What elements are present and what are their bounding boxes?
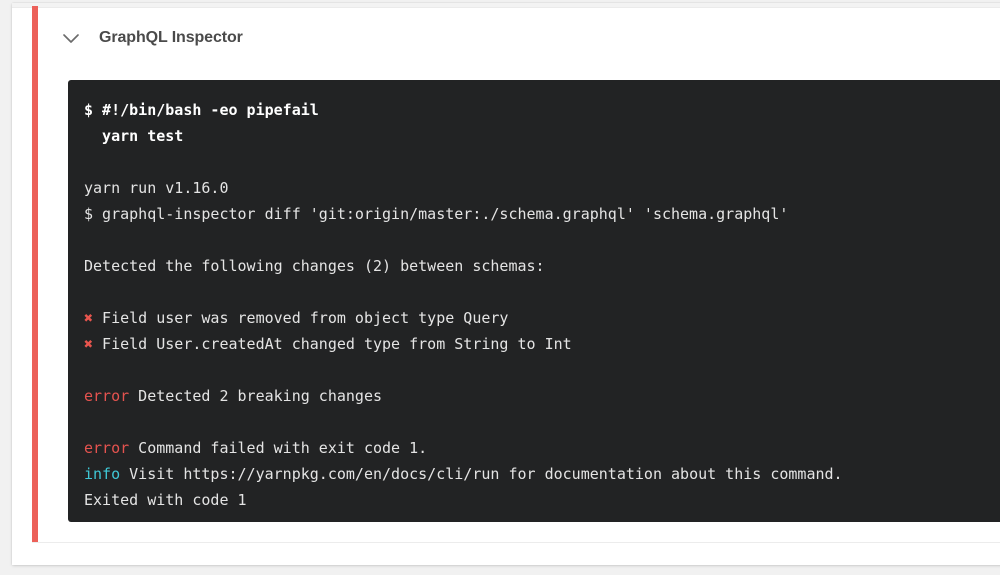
failure-cross-icon: ✖: [84, 335, 94, 353]
terminal-blank-line: [84, 149, 1000, 175]
terminal-blank-line: [84, 409, 1000, 435]
info-label: info: [84, 465, 121, 483]
error-label: error: [84, 387, 130, 405]
terminal-line: error Command failed with exit code 1.: [84, 435, 1000, 461]
terminal-command-text: $ #!/bin/bash -eo pipefail: [84, 101, 319, 119]
chevron-down-icon[interactable]: [57, 24, 85, 52]
terminal-output-text: Exited with code 1: [84, 491, 247, 509]
terminal-command-text: yarn test: [84, 127, 184, 145]
card-top-rule: [12, 3, 1000, 8]
terminal-log-output[interactable]: $ #!/bin/bash -eo pipefail yarn test yar…: [68, 80, 1000, 522]
info-text: Visit https://yarnpkg.com/en/docs/cli/ru…: [120, 465, 843, 483]
terminal-line: yarn run v1.16.0: [84, 175, 1000, 201]
terminal-blank-line: [84, 357, 1000, 383]
terminal-blank-line: [84, 279, 1000, 305]
terminal-line: $ graphql-inspector diff 'git:origin/mas…: [84, 201, 1000, 227]
terminal-line: ✖ Field User.createdAt changed type from…: [84, 331, 1000, 357]
failure-text: Field user was removed from object type …: [93, 309, 509, 327]
terminal-output-text: $ graphql-inspector diff 'git:origin/mas…: [84, 205, 789, 223]
terminal-lines: $ #!/bin/bash -eo pipefail yarn test yar…: [84, 97, 1000, 513]
terminal-output-text: Detected the following changes (2) betwe…: [84, 257, 545, 275]
error-text: Detected 2 breaking changes: [129, 387, 383, 405]
card-footer-divider: [32, 542, 1000, 543]
terminal-line: yarn test: [84, 123, 1000, 149]
terminal-output-text: yarn run v1.16.0: [84, 179, 229, 197]
build-step-card: GraphQL Inspector $ #!/bin/bash -eo pipe…: [12, 3, 1000, 565]
error-text: Command failed with exit code 1.: [129, 439, 428, 457]
card-footer: [12, 543, 1000, 565]
terminal-line: $ #!/bin/bash -eo pipefail: [84, 97, 1000, 123]
terminal-line: ✖ Field user was removed from object typ…: [84, 305, 1000, 331]
status-bar-failed: [32, 6, 38, 545]
terminal-line: Exited with code 1: [84, 487, 1000, 513]
terminal-blank-line: [84, 227, 1000, 253]
failure-cross-icon: ✖: [84, 309, 94, 327]
terminal-line: error Detected 2 breaking changes: [84, 383, 1000, 409]
error-label: error: [84, 439, 130, 457]
terminal-line: Detected the following changes (2) betwe…: [84, 253, 1000, 279]
terminal-line: info Visit https://yarnpkg.com/en/docs/c…: [84, 461, 1000, 487]
step-title: GraphQL Inspector: [99, 29, 243, 46]
step-header[interactable]: GraphQL Inspector: [57, 16, 243, 60]
failure-text: Field User.createdAt changed type from S…: [93, 335, 572, 353]
